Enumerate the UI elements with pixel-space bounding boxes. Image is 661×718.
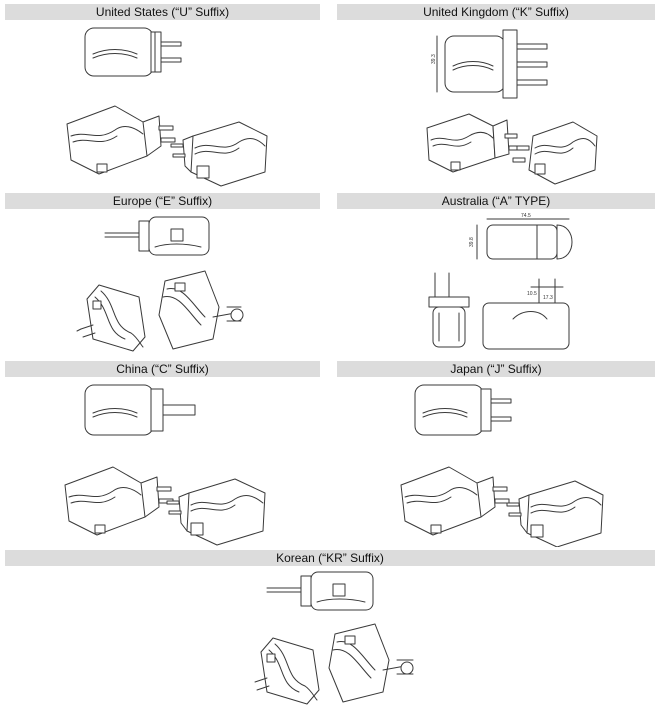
panel-title: Korean (“KR” Suffix) [5,550,655,566]
panel-title: United States (“U” Suffix) [5,4,320,20]
panel-eu: Europe (“E” Suffix) [5,193,320,363]
panel-title: Europe (“E” Suffix) [5,193,320,209]
au-dim-height: 39.8 [469,237,475,247]
cn-plug-drawing [5,379,320,547]
panel-title: China (“C” Suffix) [5,361,320,377]
uk-plug-drawing: 39.3 [337,22,655,190]
panel-cn: China (“C” Suffix) [5,361,320,547]
uk-dim-height: 39.3 [431,54,437,64]
panel-title: Australia (“A” TYPE) [337,193,655,209]
jp-plug-drawing [337,379,655,547]
panel-title: Japan (“J” Suffix) [337,361,655,377]
panel-uk: United Kingdom (“K” Suffix) 39.3 [337,4,655,190]
au-dim-width: 74.5 [521,213,531,219]
us-plug-drawing [5,22,320,190]
kr-plug-drawing [5,568,655,716]
panel-title: United Kingdom (“K” Suffix) [337,4,655,20]
au-dim-pin-a: 10.5 [527,291,537,297]
panel-jp: Japan (“J” Suffix) [337,361,655,547]
panel-kr: Korean (“KR” Suffix) [5,550,655,716]
au-dim-pin-b: 17.3 [543,295,553,301]
au-plug-drawing: 74.5 39.8 10.5 17.3 [337,211,655,363]
eu-plug-drawing [5,211,320,363]
panel-au: Australia (“A” TYPE) 74.5 39.8 [337,193,655,363]
panel-us: United States (“U” Suffix) [5,4,320,190]
